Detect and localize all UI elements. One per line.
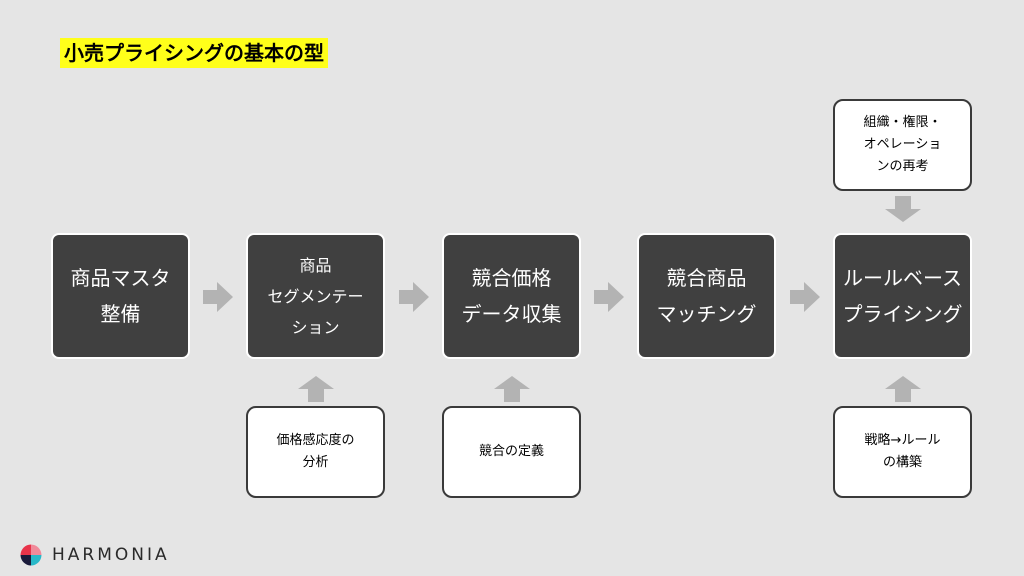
step-label-line: データ収集 — [461, 302, 562, 326]
input-label-line: の構築 — [882, 455, 922, 470]
right-arrow-icon — [399, 282, 429, 312]
input-organization-rethink: 組織・権限・ オペレーショ ンの再考 — [833, 99, 972, 191]
step-label-line: マッチング — [656, 302, 757, 326]
input-label-line: 分析 — [302, 455, 329, 470]
input-label-line: 競合の定義 — [478, 444, 544, 459]
step-competitor-product-matching: 競合商品 マッチング — [637, 233, 776, 359]
input-label-line: 価格感応度の — [276, 433, 355, 448]
right-arrow-icon — [790, 282, 820, 312]
step-product-segmentation: 商品 セグメンテー ション — [246, 233, 385, 359]
step-label-line: 整備 — [100, 302, 141, 326]
step-label-line: 商品 — [299, 255, 332, 275]
input-label-line: 組織・権限・ — [863, 115, 942, 130]
input-strategy-to-rules: 戦略→ルール の構築 — [833, 406, 972, 498]
step-competitor-price-data: 競合価格 データ収集 — [442, 233, 581, 359]
step-product-master: 商品マスタ 整備 — [51, 233, 190, 359]
step-label-line: 競合商品 — [666, 266, 747, 290]
step-label-line: プライシング — [842, 302, 963, 326]
up-arrow-icon — [494, 376, 530, 402]
step-label-line: 商品マスタ — [70, 266, 171, 290]
page-title: 小売プライシングの基本の型 — [60, 38, 328, 68]
step-label-line: 競合価格 — [471, 266, 552, 290]
down-arrow-icon — [885, 196, 921, 222]
up-arrow-icon — [298, 376, 334, 402]
input-label-line: ンの再考 — [876, 159, 929, 174]
input-label-line: 戦略→ルール — [864, 433, 941, 448]
harmonia-logo-text: HARMONIA — [52, 545, 170, 565]
harmonia-logo: HARMONIA — [20, 544, 170, 566]
step-rule-based-pricing: ルールベース プライシング — [833, 233, 972, 359]
input-price-sensitivity: 価格感応度の 分析 — [246, 406, 385, 498]
right-arrow-icon — [594, 282, 624, 312]
step-label-line: ション — [291, 317, 340, 337]
input-label-line: オペレーショ — [863, 137, 942, 152]
input-competitor-definition: 競合の定義 — [442, 406, 581, 498]
harmonia-logo-icon — [20, 544, 42, 566]
step-label-line: ルールベース — [843, 266, 962, 290]
up-arrow-icon — [885, 376, 921, 402]
right-arrow-icon — [203, 282, 233, 312]
step-label-line: セグメンテー — [267, 286, 364, 306]
